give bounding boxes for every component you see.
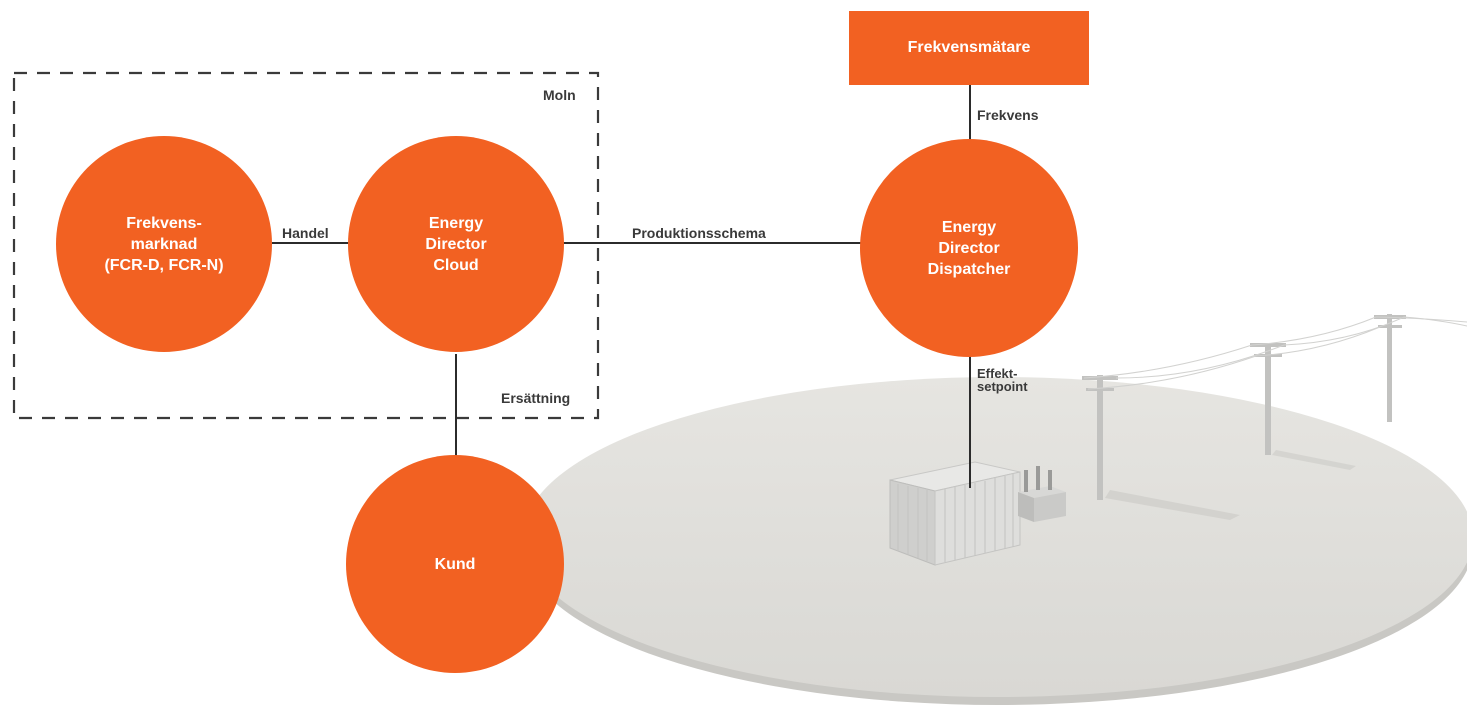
frequency-edge-label: Frekvens xyxy=(977,107,1039,123)
production-schedule-edge-label: Produktionsschema xyxy=(632,225,766,241)
transformer-icon xyxy=(1018,466,1066,522)
cloud-group-label: Moln xyxy=(543,87,576,103)
power-pole-icon xyxy=(1374,314,1406,422)
power-setpoint-edge-label: Effekt- setpoint xyxy=(977,366,1028,394)
connector-lines xyxy=(272,82,971,488)
battery-container-icon xyxy=(889,461,1021,566)
compensation-edge-label: Ersättning xyxy=(501,390,571,406)
customer-label: Kund xyxy=(434,555,476,573)
frequency-meter-label: Frekvensmätare xyxy=(907,39,1031,56)
frequency-market-label: Frekvens- marknad (FCR-D, FCR-N) xyxy=(104,214,224,274)
trade-edge-label: Handel xyxy=(282,225,329,241)
frequency-market-node: Frekvens- marknad (FCR-D, FCR-N) xyxy=(56,136,272,352)
cloud-group-frame xyxy=(12,71,600,420)
energy-director-cloud-label: Energy Director Cloud xyxy=(425,214,487,274)
energy-director-dispatcher-label: Energy Director Dispatcher xyxy=(927,218,1011,278)
frequency-meter-box: Frekvensmätare xyxy=(849,11,1089,85)
customer-node: Kund xyxy=(346,455,564,673)
energy-director-dispatcher-node: Energy Director Dispatcher xyxy=(860,139,1078,357)
power-pole-icon xyxy=(1082,375,1118,500)
energy-director-cloud-node: Energy Director Cloud xyxy=(348,136,564,352)
